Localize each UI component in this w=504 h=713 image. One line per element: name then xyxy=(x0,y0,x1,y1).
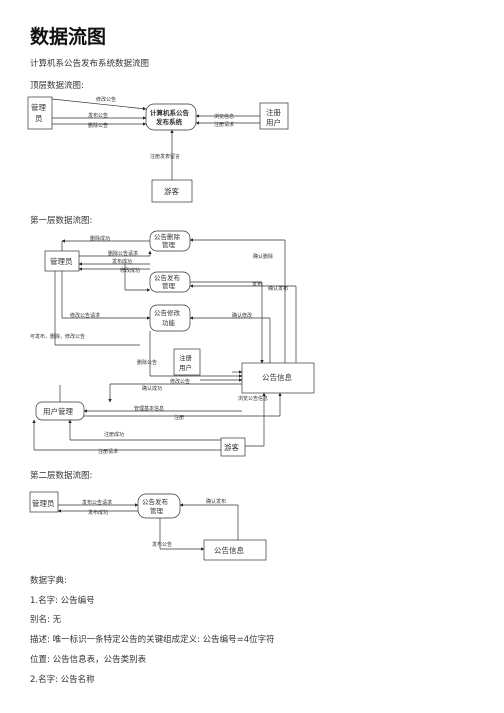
l1-reg-success-label: 注册成功 xyxy=(104,431,124,438)
l1-del-success-label: 删除成功 xyxy=(90,235,110,242)
l2-admin-label: 管理员 xyxy=(32,498,55,508)
top-flow-publish-label: 发布公告 xyxy=(88,112,108,119)
l1-manage-info-label: 管理基本信息 xyxy=(134,405,164,412)
top-admin-label-1: 管理 xyxy=(31,102,46,112)
l1-confirm-publish-label: 确认发布 xyxy=(268,285,288,292)
top-level-heading: 顶层数据流图: xyxy=(30,81,84,91)
l1-confirm-modify-label: 确认修改 xyxy=(232,312,252,319)
top-flow-modify-label: 修改公告 xyxy=(96,96,116,103)
l2-confirm-label: 确认发布 xyxy=(206,498,226,505)
top-level-diagram xyxy=(27,96,289,203)
top-admin-box xyxy=(27,96,53,130)
top-user-label-2: 用户 xyxy=(266,117,281,127)
l1-reg-user-label-1: 注册 xyxy=(179,353,193,362)
l1-publish-label-1: 公告发布 xyxy=(154,273,181,282)
l2-proc-label-1: 公告发布 xyxy=(142,497,169,506)
dictionary-heading: 数据字典: xyxy=(30,576,67,586)
l1-browse-label: 浏览公告信息 xyxy=(238,395,268,402)
l1-notice-info-store xyxy=(241,362,315,394)
l1-pub-success-label: 发布成功 xyxy=(112,258,132,265)
top-flow-register-label: 注册请求 xyxy=(214,121,234,128)
l1-register-label: 注册 xyxy=(174,414,184,421)
top-system-label-2: 发布系统 xyxy=(155,117,183,126)
l1-confirm-success-label: 确认成功 xyxy=(142,385,162,392)
l1-modify-label-2: 功能 xyxy=(162,318,176,327)
dictionary-line-3: 描述: 唯一标识一条特定公告的关键组成定义: 公告编号=4位字符 xyxy=(30,635,275,645)
dictionary-line-4: 位置: 公告信息表，公告类别表 xyxy=(30,655,147,665)
level1-heading: 第一层数据流图: xyxy=(30,216,93,226)
l2-pub-success-label: 发布成功 xyxy=(88,509,108,516)
l2-store-label: 公告信息 xyxy=(214,545,244,555)
top-user-label-1: 注册 xyxy=(266,107,281,117)
page-title: 数据流图 xyxy=(30,26,107,48)
l1-mod-notice-label: 修改公告 xyxy=(170,378,190,385)
top-flow-browse-label: 浏览信息 xyxy=(214,113,234,120)
top-system-label-1: 计算机系公告 xyxy=(150,108,190,117)
l2-pub-request-label: 发布公告请求 xyxy=(82,499,112,506)
top-flow-delete-label: 删除公告 xyxy=(88,122,108,129)
top-flow-visitor-label: 注册发表留言 xyxy=(150,153,180,160)
top-system-process xyxy=(145,103,197,131)
l2-pub-notice-label: 发布公告 xyxy=(152,541,172,548)
flow-top-modify xyxy=(51,98,147,111)
l1-delete-label-2: 管理 xyxy=(162,240,176,249)
document-subtitle: 计算机系公告发布系统数据流图 xyxy=(30,59,150,69)
l1-publish-label: 发布 xyxy=(252,281,262,288)
l1-del-request-label: 删除公告请求 xyxy=(108,250,138,257)
l1-visitor-box xyxy=(220,437,246,457)
l1-publish-label-2: 管理 xyxy=(162,281,176,290)
dictionary-line-1: 1.名字: 公告编号 xyxy=(30,596,95,606)
level2-heading: 第二层数据流图: xyxy=(30,471,93,481)
l1-confirm-delete-label: 确认删除 xyxy=(253,253,273,260)
l2-admin-box xyxy=(29,491,59,513)
level2-diagram xyxy=(29,491,267,561)
l1-delete-label-1: 公告删除 xyxy=(154,232,181,241)
l1-visitor-label: 游客 xyxy=(224,442,239,452)
l1-reg-user-box xyxy=(173,348,201,376)
dictionary-line-2: 别名: 无 xyxy=(30,615,62,625)
l2-proc-label-2: 管理 xyxy=(150,506,164,515)
l1-admin-note-label: 可发布，删除，修改公告 xyxy=(30,333,85,340)
l1-del-notice-label: 删除公告 xyxy=(137,359,157,366)
top-visitor-label: 游客 xyxy=(164,186,179,196)
l1-reg-request-label: 注册请求 xyxy=(98,448,118,455)
l1-mod-success-label: 修改成功 xyxy=(120,267,140,274)
l1-notice-info-label: 公告信息 xyxy=(262,372,292,382)
level1-diagram xyxy=(32,230,315,457)
l1-modify-label-1: 公告修改 xyxy=(154,308,181,317)
l1-admin-label: 管理员 xyxy=(50,256,73,266)
l1-mod-request-label: 修改公告请求 xyxy=(70,312,100,319)
l1-user-mgmt-label: 用户管理 xyxy=(43,406,73,416)
l1-reg-user-label-2: 用户 xyxy=(179,363,192,372)
dictionary-line-5: 2.名字: 公告名称 xyxy=(30,675,95,685)
top-admin-label-2: 员 xyxy=(35,114,43,123)
